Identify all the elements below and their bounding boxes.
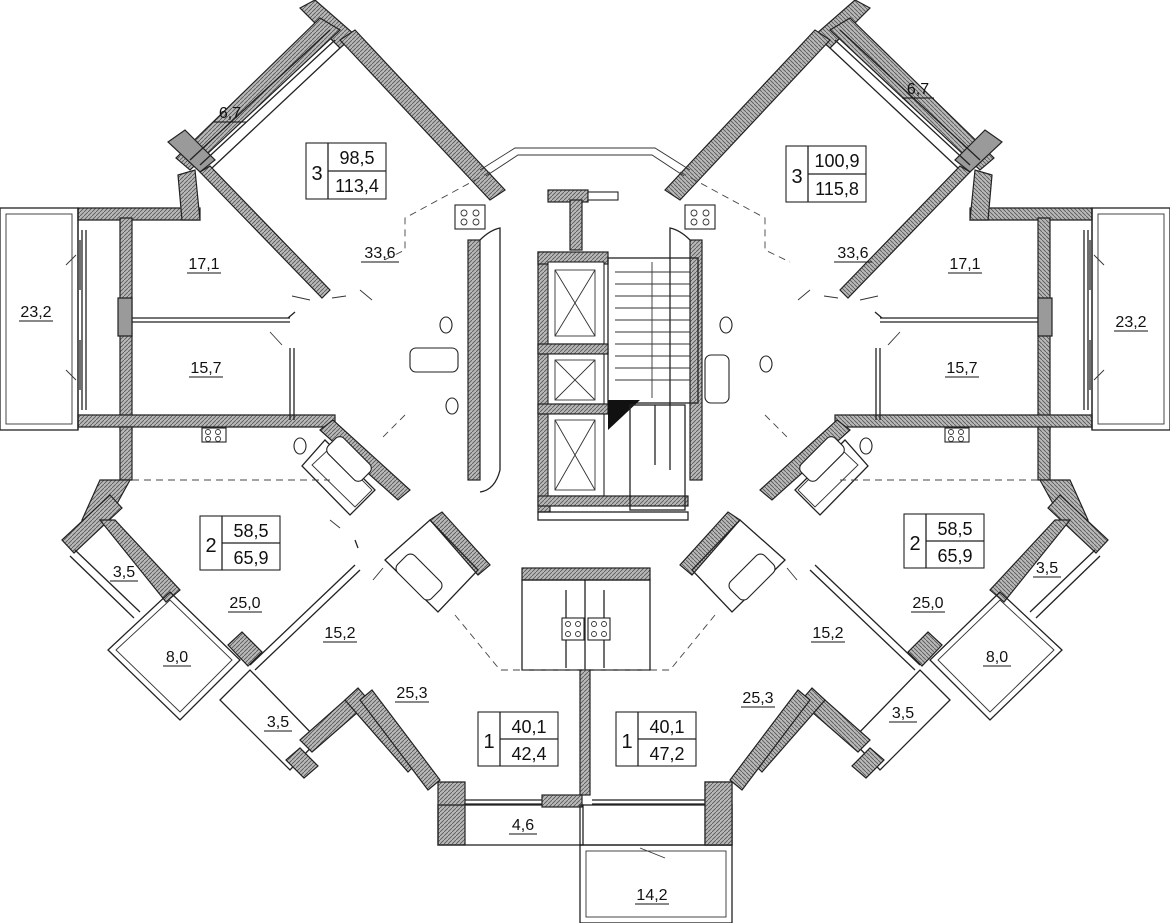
wing-bottom-right [595, 419, 1109, 846]
apt-1-right-rooms: 1 [621, 731, 632, 753]
room-area: 3,5 [113, 564, 135, 581]
apt-1-left-living: 40,1 [511, 717, 546, 737]
room-area: 8,0 [166, 649, 188, 666]
room-area: 6,7 [219, 105, 241, 122]
apt-2-right-living: 58,5 [937, 519, 972, 539]
stair-treads [615, 262, 690, 398]
fixtures [201, 204, 970, 641]
room-area: 15,7 [946, 360, 977, 377]
apt-2-left-total: 65,9 [233, 548, 268, 568]
apt-1-left-rooms: 1 [483, 731, 494, 753]
room-area: 4,6 [512, 817, 534, 834]
apt-3-left-total: 113,4 [335, 176, 379, 196]
room-area: 3,5 [267, 714, 289, 731]
room-area: 6,7 [907, 81, 929, 98]
room-area: 25,3 [396, 685, 427, 702]
room-area: 15,2 [812, 625, 843, 642]
apt-3-left-rooms: 3 [311, 163, 322, 185]
apt-3-right-rooms: 3 [791, 166, 802, 188]
apt-2-left-rooms: 2 [205, 535, 216, 557]
apartment-label-3-left: 3 98,5 113,4 [305, 142, 387, 200]
apt-2-right-total: 65,9 [937, 546, 972, 566]
apt-1-right-total: 47,2 [649, 744, 684, 764]
room-area: 3,5 [1036, 560, 1058, 577]
room-area-labels: 6,7 6,7 33,6 33,6 17,1 17,1 15,7 15,7 23… [19, 81, 1148, 905]
apt-2-right-rooms: 2 [909, 533, 920, 555]
room-area: 25,0 [912, 595, 943, 612]
wing-top-right [664, 0, 1170, 441]
room-area: 8,0 [986, 649, 1008, 666]
room-area: 23,2 [1115, 314, 1146, 331]
apt-1-right-living: 40,1 [649, 717, 684, 737]
apartment-label-2-left: 2 58,5 65,9 [199, 515, 281, 571]
room-area: 25,0 [229, 595, 260, 612]
apartment-label-1-left: 1 40,1 42,4 [477, 711, 559, 767]
apartment-label-3-right: 3 100,9 115,8 [785, 145, 867, 203]
room-area: 23,2 [20, 304, 51, 321]
central-core [467, 147, 703, 796]
room-area: 3,5 [892, 705, 914, 722]
room-area: 33,6 [837, 245, 868, 262]
apt-2-left-living: 58,5 [233, 521, 268, 541]
apt-3-right-living: 100,9 [814, 151, 859, 171]
apt-1-left-total: 42,4 [511, 744, 546, 764]
room-area: 33,6 [364, 245, 395, 262]
room-area: 15,7 [190, 360, 221, 377]
room-area: 25,3 [742, 690, 773, 707]
wing-bottom-left [61, 419, 584, 846]
apartment-label-1-right: 1 40,1 47,2 [615, 711, 697, 767]
apt-3-right-total: 115,8 [815, 179, 859, 199]
room-area: 15,2 [324, 625, 355, 642]
room-area: 14,2 [636, 887, 667, 904]
room-area: 17,1 [188, 256, 219, 273]
room-area: 17,1 [949, 256, 980, 273]
apartment-label-2-right: 2 58,5 65,9 [903, 513, 985, 569]
wing-top-left [0, 0, 506, 441]
apt-3-left-living: 98,5 [339, 148, 374, 168]
balcony-bottom-right [579, 781, 733, 923]
